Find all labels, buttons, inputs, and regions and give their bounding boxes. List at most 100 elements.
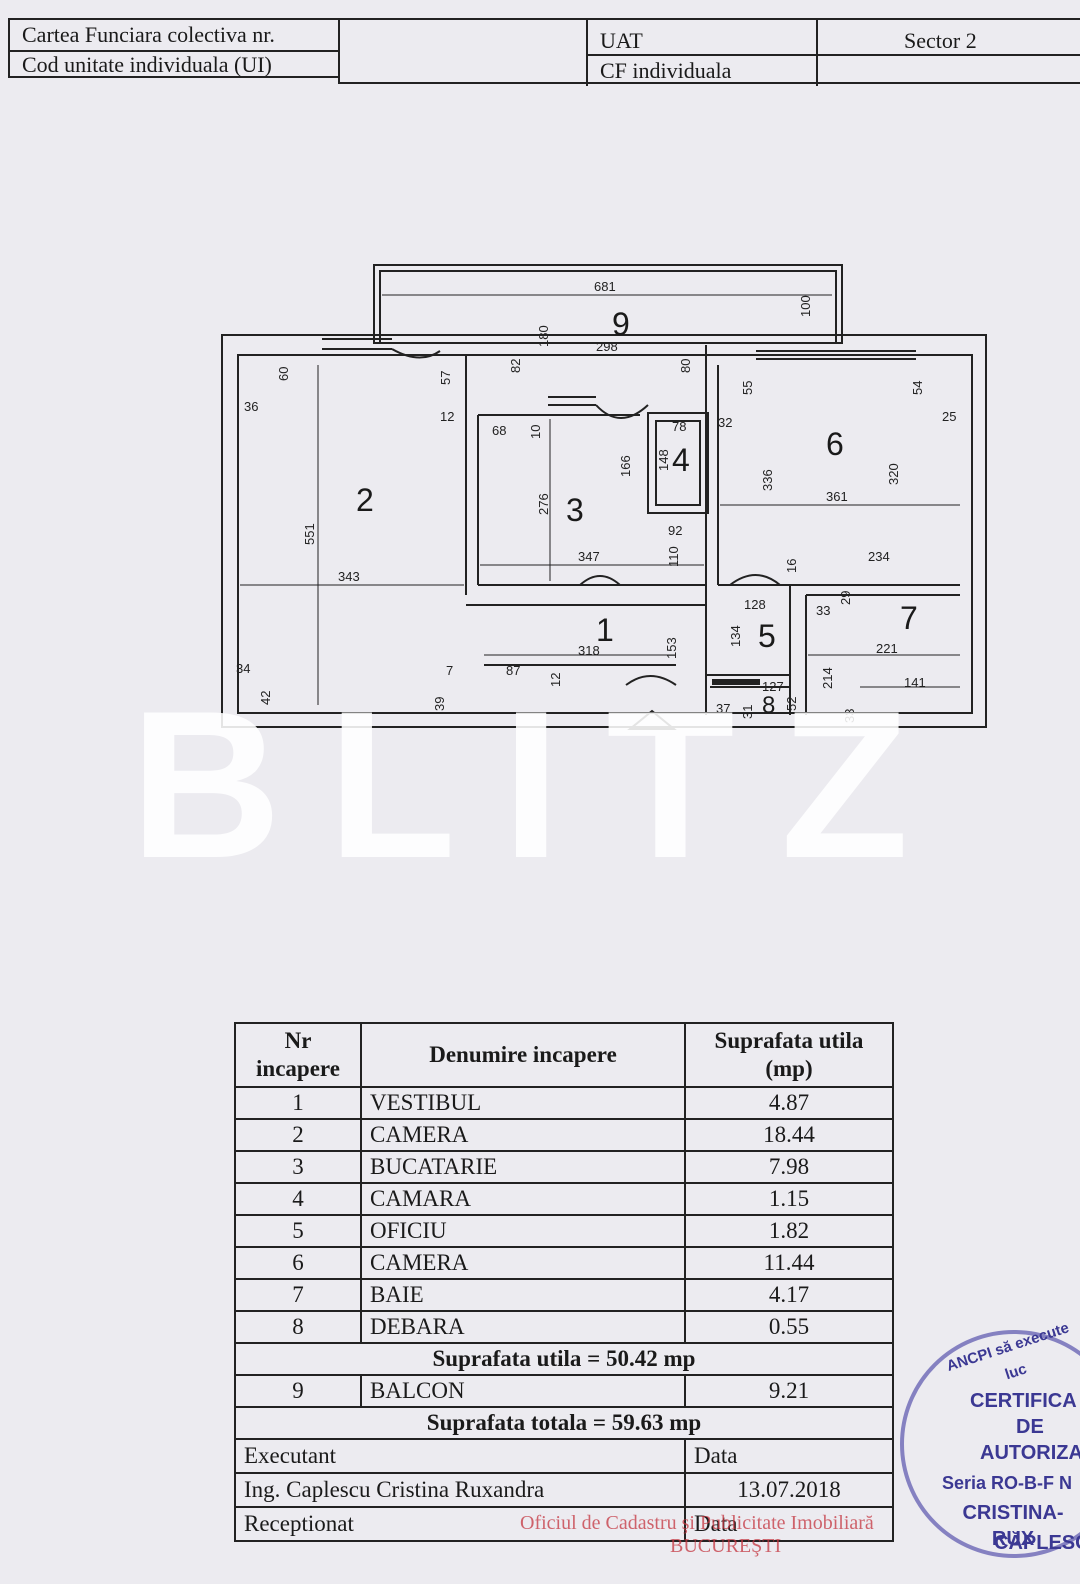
receptionat-data-label: Data <box>684 1506 894 1542</box>
header-border-mid-right <box>586 54 1080 56</box>
executant-name-row: Ing. Caplescu Cristina Ruxandra 13.07.20… <box>234 1472 894 1508</box>
outer-wall <box>221 334 987 728</box>
room-nr: 4 <box>234 1182 362 1216</box>
room-nr: 7 <box>234 1278 362 1312</box>
dim-42: 42 <box>258 691 273 705</box>
suprafata-totala-row: Suprafata totala = 59.63 mp <box>234 1406 894 1440</box>
debara-shelf <box>712 679 760 685</box>
cf-colectiva-label: Cartea Funciara colectiva nr. <box>22 22 275 47</box>
door-room-2 <box>391 348 441 359</box>
header-divider-2 <box>586 18 588 86</box>
dim-141: 141 <box>904 675 926 690</box>
inner-wall <box>237 354 973 714</box>
executant-date: 13.07.2018 <box>684 1472 894 1508</box>
cadastral-header: Cartea Funciara colectiva nr. Cod unitat… <box>8 18 1080 86</box>
room-nr: 2 <box>234 1118 362 1152</box>
dim-78: 78 <box>672 419 686 434</box>
header-border-mid-left <box>8 50 338 52</box>
balcon-area: 9.21 <box>684 1374 894 1408</box>
door-kitchen <box>579 575 621 586</box>
dim-214: 214 <box>820 667 835 689</box>
dim-16: 16 <box>784 559 799 573</box>
dim-127: 127 <box>762 679 784 694</box>
dim-52: 52 <box>784 697 799 711</box>
floor-plan-drawing: 1 2 3 4 5 6 7 8 9 681 100 180 298 82 80 … <box>221 264 987 730</box>
room-number-3: 3 <box>566 492 584 528</box>
room-4-outline <box>647 412 709 514</box>
header-divider-1 <box>338 18 340 82</box>
room-number-6: 6 <box>826 426 844 462</box>
dim-68: 68 <box>492 423 506 438</box>
executant-label: Executant <box>234 1438 686 1474</box>
room-name: BUCATARIE <box>360 1150 686 1184</box>
dim-148: 148 <box>656 449 671 471</box>
dim-234: 234 <box>868 549 890 564</box>
room-number-1: 1 <box>596 612 614 648</box>
dim-82: 82 <box>508 359 523 373</box>
dim-110: 110 <box>666 546 681 567</box>
suprafata-utila-row: Suprafata utila = 50.42 mp <box>234 1342 894 1376</box>
room-number-5: 5 <box>758 618 776 654</box>
balcon-row: 9 BALCON 9.21 <box>234 1374 894 1408</box>
room-area-table: Nr incapere Denumire incapere Suprafata … <box>234 1022 894 1584</box>
dim-55: 55 <box>740 381 755 395</box>
room-name: CAMERA <box>360 1118 686 1152</box>
dim-31: 31 <box>740 705 755 719</box>
stamp-certifica: CERTIFICA <box>970 1390 1077 1412</box>
suprafata-totala: Suprafata totala = 59.63 mp <box>234 1406 894 1440</box>
dim-134: 134 <box>728 625 743 647</box>
data-label: Data <box>684 1438 894 1474</box>
receptionat-label: Receptionat <box>234 1506 686 1542</box>
dim-34: 34 <box>236 661 250 676</box>
room-4-inner <box>655 420 701 506</box>
room-area: 11.44 <box>684 1246 894 1280</box>
balcon-nr: 9 <box>234 1374 362 1408</box>
dim-12-top: 12 <box>440 409 454 424</box>
room-area: 0.55 <box>684 1310 894 1344</box>
balcony-outline <box>373 264 843 344</box>
header-nr: Nr incapere <box>234 1022 362 1088</box>
room-number-4: 4 <box>672 442 690 478</box>
room-number-2: 2 <box>356 482 374 518</box>
north-arrow <box>627 709 677 730</box>
dim-298: 298 <box>596 339 618 354</box>
dim-80: 80 <box>678 359 693 373</box>
header-divider-3 <box>816 18 818 86</box>
door-room-3 <box>595 404 649 419</box>
room-nr: 3 <box>234 1150 362 1184</box>
header-border-top <box>8 18 1080 20</box>
room-name: CAMARA <box>360 1182 686 1216</box>
sector-label: Sector 2 <box>904 28 977 53</box>
door-room-6 <box>729 574 781 586</box>
dim-681: 681 <box>594 279 616 294</box>
blitz-watermark: BLITZ <box>130 667 955 902</box>
stamp-seria: Seria RO-B-F N <box>942 1473 1073 1493</box>
header-name: Denumire incapere <box>360 1022 686 1088</box>
stamp-autoriza: AUTORIZA <box>980 1442 1080 1464</box>
room-nr: 5 <box>234 1214 362 1248</box>
header-border-bottom-left <box>8 76 338 78</box>
dim-318: 318 <box>578 643 600 658</box>
dim-10: 10 <box>528 425 543 439</box>
room-name: CAMERA <box>360 1246 686 1280</box>
dim-12-bottom: 12 <box>548 673 563 687</box>
dim-221: 221 <box>876 641 898 656</box>
dim-551: 551 <box>302 523 317 545</box>
dim-343: 343 <box>338 569 360 584</box>
dim-57: 57 <box>438 371 453 385</box>
floor-plan: 1 2 3 4 5 6 7 8 9 681 100 180 298 82 80 … <box>0 255 1080 775</box>
ocpi-city: BUCUREŞTI <box>670 1535 782 1557</box>
dim-33-bottom: 33 <box>842 709 857 723</box>
room-number-8: 8 <box>762 692 775 719</box>
suprafata-utila: Suprafata utila = 50.42 mp <box>234 1342 894 1376</box>
dim-36: 36 <box>244 399 258 414</box>
room-area: 7.98 <box>684 1150 894 1184</box>
room-nr: 8 <box>234 1310 362 1344</box>
dim-347: 347 <box>578 549 600 564</box>
